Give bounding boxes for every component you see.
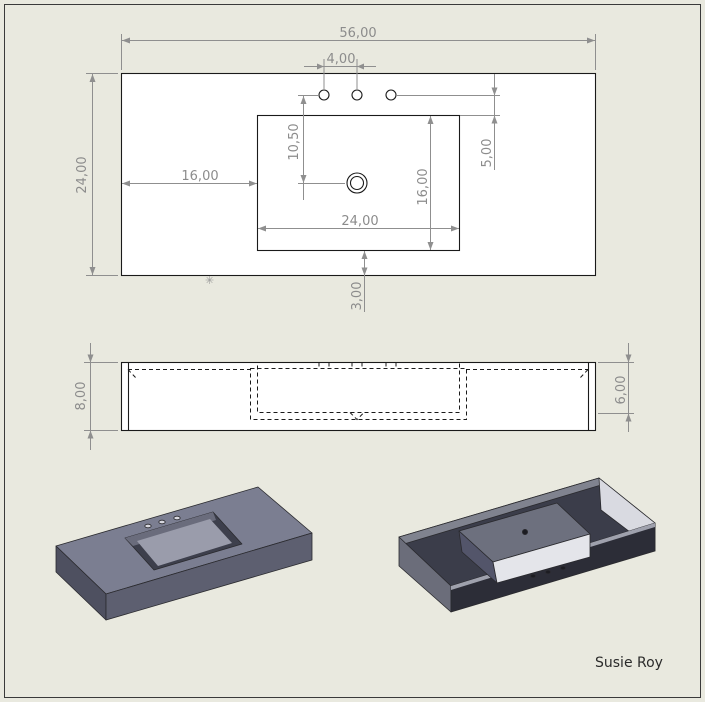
iso-faucet-hole-3 — [173, 515, 181, 521]
drain-outer — [346, 172, 368, 194]
drain-inner — [349, 175, 365, 191]
iso-basin-inner-wall — [125, 512, 216, 546]
dim-faucet-to-drain: 10,50 — [287, 95, 345, 200]
dim-overall-depth: 24,00 — [75, 73, 118, 276]
dim-apron-height: 6,00 — [598, 343, 634, 432]
dim-hole-spacing-label: 4,00 — [327, 52, 356, 67]
iso-view-top — [55, 486, 313, 621]
hidden-faucet-holes — [318, 362, 397, 370]
dim-left-offset: 16,00 — [122, 169, 257, 187]
iso-drain — [522, 529, 529, 536]
front-view — [120, 361, 597, 432]
faucet-hole-right — [385, 89, 397, 101]
dim-total-height-label: 8,00 — [74, 382, 89, 411]
author-label: Susie Roy — [595, 655, 663, 671]
iso-under-hole-1 — [530, 574, 536, 579]
hidden-basin-inner — [257, 362, 460, 413]
iso-faucet-hole-1 — [144, 523, 152, 529]
iso-faucet-hole-2 — [158, 519, 166, 525]
iso-under-hole-3 — [560, 566, 566, 571]
dim-faucet-to-drain-label: 10,50 — [287, 123, 302, 160]
hidden-drain — [349, 412, 365, 421]
iso-basin-side — [492, 533, 591, 584]
dim-basin-width: 24,00 — [258, 214, 459, 232]
front-outline — [120, 361, 597, 432]
dim-basin-depth-label: 16,00 — [416, 168, 431, 205]
dim-holes-to-basin: 5,00 — [397, 74, 500, 170]
iso-view-bottom — [398, 477, 656, 613]
dim-total-height: 8,00 — [74, 343, 118, 450]
dim-hole-spacing: 4,00 — [304, 52, 376, 89]
hidden-basin-outer — [250, 368, 467, 420]
dim-basin-width-label: 24,00 — [341, 214, 378, 229]
iso-under-hole-2 — [545, 570, 551, 575]
hidden-right-return — [579, 369, 589, 379]
dim-basin-depth: 16,00 — [416, 116, 434, 250]
dim-apron-height-label: 6,00 — [614, 376, 629, 405]
hidden-left-return — [127, 369, 137, 379]
origin-mark: ✳ — [205, 274, 214, 287]
iso-side-face — [105, 532, 313, 621]
dim-left-offset-label: 16,00 — [181, 169, 218, 184]
faucet-hole-center — [351, 89, 363, 101]
faucet-hole-left — [318, 89, 330, 101]
dim-overall-depth-label: 24,00 — [75, 156, 90, 193]
dim-holes-to-basin-label: 5,00 — [480, 139, 495, 168]
dim-front-offset: 3,00 — [350, 251, 368, 312]
iso-basin-floor — [137, 519, 232, 566]
sheet-border — [4, 4, 701, 698]
dim-front-offset-label: 3,00 — [350, 282, 365, 311]
dim-overall-width: 56,00 — [121, 26, 596, 70]
dim-overall-width-label: 56,00 — [339, 26, 376, 41]
